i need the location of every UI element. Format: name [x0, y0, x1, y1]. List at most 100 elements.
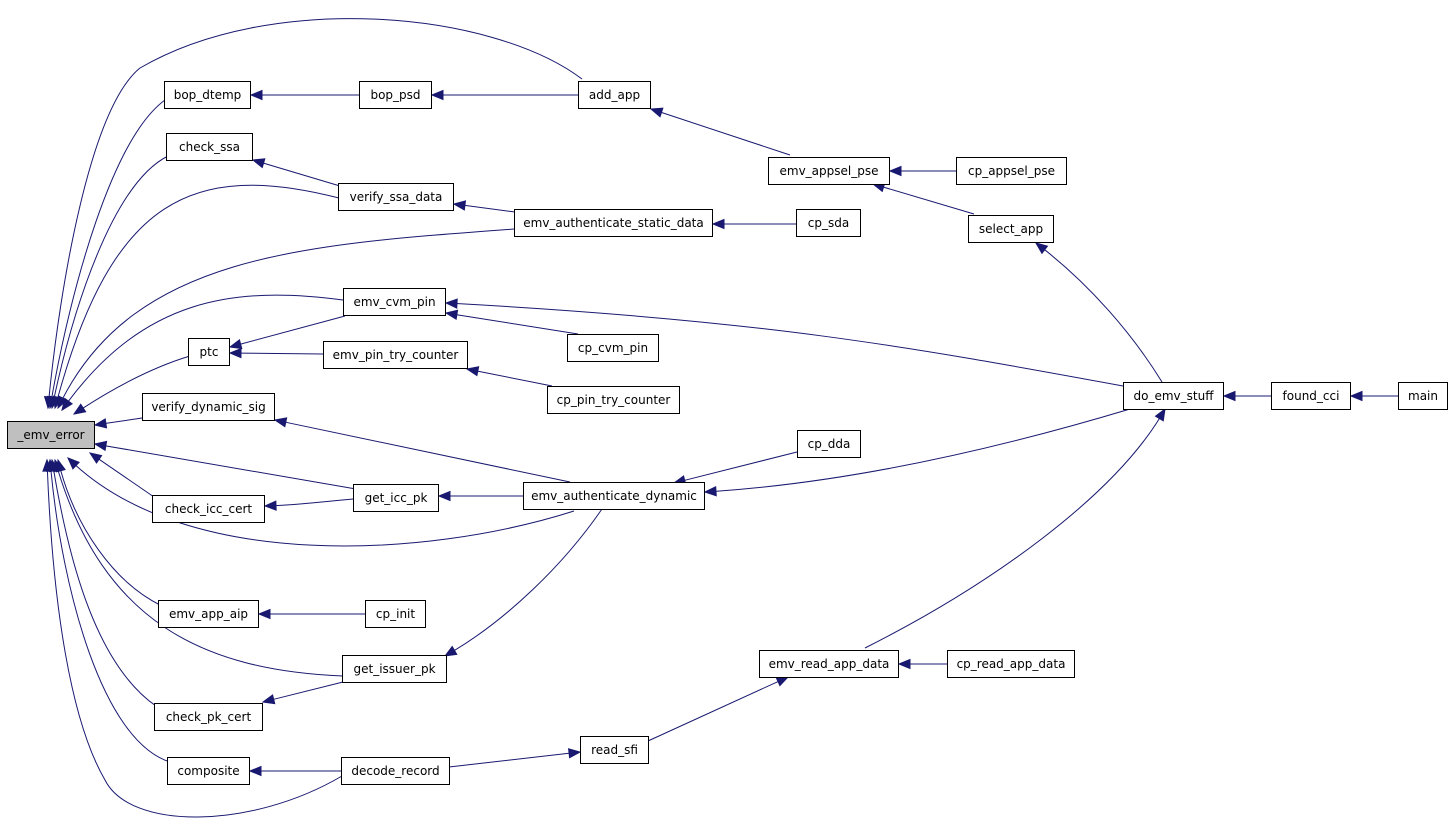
edge-read_sfi-to-emv_read_app_data: [647, 676, 790, 742]
node-check-ssa[interactable]: check_ssa: [166, 133, 253, 161]
node-verify-dynamic-sig[interactable]: verify_dynamic_sig: [142, 393, 275, 421]
arrowhead: [273, 417, 288, 428]
edge-get_issuer_pk-to-check_pk_cert: [261, 681, 344, 705]
node-add-app[interactable]: add_app: [578, 81, 651, 109]
node-ptc[interactable]: ptc: [188, 338, 230, 366]
arrowhead: [251, 158, 266, 169]
node-box: [7, 421, 95, 449]
edge-emv_authenticate_dynamic-to-get_issuer_pk: [443, 508, 603, 657]
node-box: [797, 430, 861, 458]
edge-verify_ssa_data-to-emv_error: [52, 184, 340, 410]
node-box: [341, 757, 450, 785]
node-label: cp_appsel_pse: [968, 164, 1055, 178]
edge-get_issuer_pk-to-emv_error: [53, 458, 344, 677]
edge-verify_ssa_data-to-check_ssa: [251, 158, 341, 187]
node-get-icc-pk[interactable]: get_icc_pk: [353, 484, 439, 512]
node-emv-pin-try-counter[interactable]: emv_pin_try_counter: [323, 341, 468, 369]
graph-edges: [42, 18, 1398, 818]
arrowhead: [897, 658, 911, 670]
edge-emv_authenticate_dynamic-to-emv_error: [67, 457, 575, 547]
edge-line: [274, 419, 571, 483]
edge-cp_sda-to-emv_authenticate_static_data: [711, 218, 796, 230]
node-bop-dtemp[interactable]: bop_dtemp: [164, 81, 251, 109]
node-get-issuer-pk[interactable]: get_issuer_pk: [342, 655, 447, 683]
node-label: cp_cvm_pin: [578, 341, 648, 355]
node-label: emv_authenticate_dynamic: [531, 489, 697, 503]
node-box: [154, 703, 263, 731]
node-box: [365, 600, 426, 628]
node-box: [188, 338, 230, 366]
node-emv-cvm-pin[interactable]: emv_cvm_pin: [343, 288, 446, 316]
node-decode-record[interactable]: decode_record: [341, 757, 450, 785]
node-cp-cvm-pin[interactable]: cp_cvm_pin: [567, 334, 659, 362]
node-box: [158, 600, 259, 628]
node-label: bop_dtemp: [174, 88, 242, 102]
arrowhead: [228, 347, 242, 359]
node-do-emv-stuff[interactable]: do_emv_stuff: [1123, 382, 1224, 410]
arrowhead: [42, 458, 53, 472]
edge-line: [872, 183, 975, 215]
node-cp-read-app-data[interactable]: cp_read_app_data: [947, 650, 1075, 678]
node-box: [523, 482, 705, 510]
edge-line: [94, 443, 357, 490]
node-cp-pin-try-counter[interactable]: cp_pin_try_counter: [547, 386, 680, 414]
node-box: [947, 650, 1075, 678]
arrowhead: [430, 89, 444, 101]
edge-emv_pin_try_counter-to-ptc: [228, 347, 324, 359]
edge-cp_pin_try_counter-to-emv_pin_try_counter: [465, 366, 553, 387]
edge-line: [89, 452, 155, 498]
arrowhead: [248, 765, 262, 777]
node-label: _emv_error: [16, 428, 84, 442]
node-found-cci[interactable]: found_cci: [1271, 382, 1351, 410]
node-box: [956, 157, 1067, 185]
edge-line: [864, 408, 1166, 649]
node-main[interactable]: main: [1398, 382, 1448, 410]
node-cp-init[interactable]: cp_init: [365, 600, 426, 628]
edge-line: [57, 228, 515, 409]
node-label: check_ssa: [179, 140, 240, 154]
arrowhead: [703, 486, 717, 497]
node-check-pk-cert[interactable]: check_pk_cert: [154, 703, 263, 731]
node-box: [152, 495, 265, 523]
node-read-sfi[interactable]: read_sfi: [580, 736, 649, 764]
node-emv-authenticate-static-data[interactable]: emv_authenticate_static_data: [514, 209, 713, 237]
edge-get_icc_pk-to-check_icc_cert: [263, 498, 354, 511]
arrowhead: [1349, 390, 1363, 402]
node-emv-read-app-data[interactable]: emv_read_app_data: [759, 650, 899, 678]
node-box: [768, 157, 890, 185]
arrowhead: [1034, 242, 1049, 255]
node-check-icc-cert[interactable]: check_icc_cert: [152, 495, 265, 523]
node-label: emv_pin_try_counter: [333, 348, 459, 362]
node-box: [343, 288, 446, 316]
node-composite[interactable]: composite: [167, 757, 250, 785]
edge-add_app-to-bop_psd: [430, 89, 578, 101]
node-label: ptc: [200, 345, 219, 359]
edge-cp_dda-to-emv_authenticate_dynamic: [672, 451, 798, 486]
node-label: cp_read_app_data: [957, 657, 1066, 671]
edge-emv_authenticate_static_data-to-emv_error: [57, 228, 515, 410]
arrowhead: [888, 165, 902, 177]
node-emv-error[interactable]: _emv_error: [7, 421, 95, 449]
edge-line: [444, 508, 603, 657]
node-emv-app-aip[interactable]: emv_app_aip: [158, 600, 259, 628]
arrowhead: [228, 338, 243, 350]
node-label: emv_appsel_pse: [780, 164, 879, 178]
node-box: [166, 133, 253, 161]
node-bop-psd[interactable]: bop_psd: [359, 81, 432, 109]
node-emv-authenticate-dynamic[interactable]: emv_authenticate_dynamic: [523, 482, 705, 510]
node-box: [164, 81, 251, 109]
node-box: [514, 209, 713, 237]
node-cp-dda[interactable]: cp_dda: [797, 430, 861, 458]
node-cp-appsel-pse[interactable]: cp_appsel_pse: [956, 157, 1067, 185]
node-verify-ssa-data[interactable]: verify_ssa_data: [338, 183, 454, 211]
node-emv-appsel-pse[interactable]: emv_appsel_pse: [768, 157, 890, 185]
node-select-app[interactable]: select_app: [968, 215, 1054, 243]
arrowhead: [249, 89, 263, 101]
node-box: [1123, 382, 1224, 410]
edge-line: [67, 457, 575, 547]
arrowhead: [649, 107, 664, 118]
arrowhead: [567, 748, 582, 759]
edge-line: [229, 352, 324, 355]
node-cp-sda[interactable]: cp_sda: [796, 209, 861, 237]
